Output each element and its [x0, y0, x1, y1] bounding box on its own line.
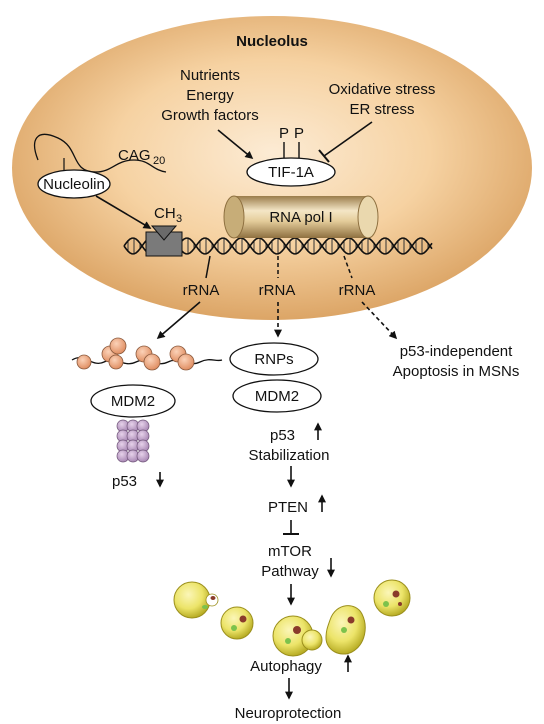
proteasome [116, 419, 150, 463]
arrow-dna-to-rrna-right [343, 255, 353, 279]
input-er-stress: ER stress [349, 101, 414, 118]
mdm2-middle-node [232, 379, 322, 413]
p53-left-label: p53 [112, 473, 137, 490]
rrna-label-left: rRNA [183, 282, 220, 299]
phospho-label-1: P [279, 125, 289, 142]
p53-middle-label: p53 [270, 427, 295, 444]
vesicle [239, 615, 247, 623]
arrow-right-branch [361, 301, 398, 340]
vesicle [202, 605, 208, 609]
rna-pol-right-cap [357, 195, 379, 239]
ribosome [108, 354, 124, 370]
stabilization-label: Stabilization [249, 447, 330, 464]
cell [220, 606, 254, 640]
mdm2-left-node [90, 384, 176, 418]
cag-subscript: 20 [153, 155, 165, 167]
rna-pol-left-cap [223, 195, 245, 239]
cell [205, 593, 219, 607]
ribosome [76, 354, 92, 370]
vesicle [285, 638, 291, 644]
cag-label: CAG [118, 147, 151, 164]
inhibit-bar [318, 149, 330, 163]
tif1a-label: TIF-1A [268, 164, 314, 181]
rna-pol-body [234, 196, 368, 238]
vesicle [347, 616, 355, 624]
ribosome [177, 353, 195, 371]
pathway-label: Pathway [261, 563, 319, 580]
mtor-label: mTOR [268, 543, 312, 560]
vesicle [392, 590, 400, 598]
apoptosis-msn-label: Apoptosis in MSNs [393, 363, 520, 380]
rnps-node [229, 342, 319, 376]
ribosome [143, 353, 161, 371]
mdm2-middle-label: MDM2 [255, 388, 299, 405]
cell [373, 579, 411, 617]
nucleolus-title: Nucleolus [236, 33, 308, 50]
proteasome-subunit [136, 449, 150, 463]
autophagy-label: Autophagy [250, 658, 322, 675]
nucleolin-label: Nucleolin [43, 176, 105, 193]
ribosome-cluster [76, 337, 195, 371]
phospho-label-2: P [294, 125, 304, 142]
cag-strand [34, 133, 167, 173]
rnps-label: RNPs [254, 351, 293, 368]
arrow-dna-to-rrna-left [205, 255, 211, 279]
input-nutrients: Nutrients [180, 67, 240, 84]
autophagy-cells [173, 579, 411, 657]
rrna-label-right: rRNA [339, 282, 376, 299]
nucleolin-node [37, 169, 111, 199]
vesicle [231, 625, 237, 631]
neuroprotection-label: Neuroprotection [235, 705, 342, 722]
p53-independent-label: p53-independent [400, 343, 513, 360]
vesicle [398, 602, 402, 606]
rna-pol-label: RNA pol I [269, 209, 332, 226]
rrna-label-middle: rRNA [259, 282, 296, 299]
input-growth-factors: Growth factors [161, 107, 259, 124]
methyl-triangle [150, 225, 178, 241]
pten-label: PTEN [268, 499, 308, 516]
arrow-left-branch [156, 301, 201, 340]
arrow-nucleolin-to-methyl [95, 195, 152, 229]
vesicle [293, 626, 301, 634]
input-energy: Energy [186, 87, 234, 104]
methyl-subscript: 3 [176, 213, 182, 225]
arrow-inputs-to-tif [217, 129, 254, 160]
methyl-label: CH [154, 205, 176, 222]
vesicle [383, 601, 389, 607]
tif1a-node [246, 157, 336, 187]
vesicle [210, 596, 216, 600]
cell [301, 629, 323, 651]
mdm2-left-label: MDM2 [111, 393, 155, 410]
inhibit-stress-to-tif [323, 121, 373, 157]
cell [173, 581, 211, 619]
vesicle [341, 627, 347, 633]
input-oxidative-stress: Oxidative stress [329, 81, 436, 98]
ribosome [109, 337, 127, 355]
